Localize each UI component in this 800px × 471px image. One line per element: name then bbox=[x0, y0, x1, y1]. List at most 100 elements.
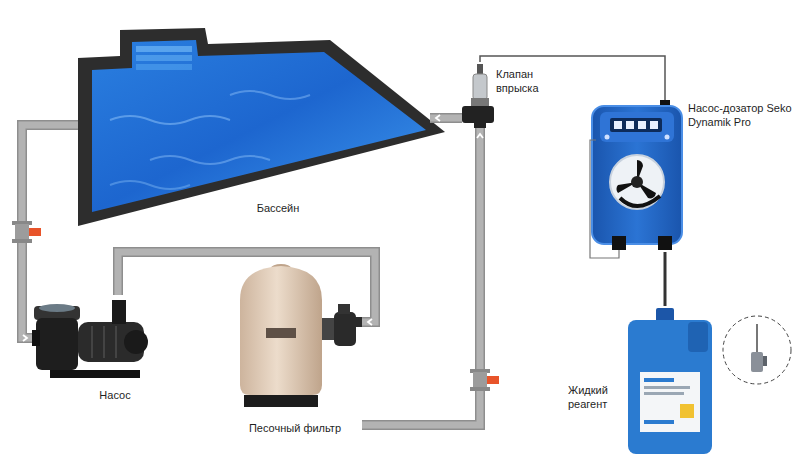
filter-handle bbox=[338, 304, 350, 314]
pool-water bbox=[92, 40, 426, 212]
water-ripple bbox=[150, 156, 270, 164]
motor-rib bbox=[115, 326, 117, 358]
canister-body bbox=[628, 320, 712, 454]
pool-rim bbox=[78, 28, 445, 226]
label-block: Жидкий реагент bbox=[568, 384, 626, 412]
water-pipe bbox=[362, 128, 483, 425]
probe-weight bbox=[763, 356, 767, 366]
dosing-housing bbox=[592, 106, 682, 244]
display-segment bbox=[614, 121, 622, 129]
component-label: Насос bbox=[80, 389, 150, 403]
injection-line bbox=[480, 56, 665, 100]
label-stripe bbox=[644, 420, 674, 424]
flow-arrow bbox=[368, 319, 372, 325]
filter-plate bbox=[266, 328, 296, 338]
component-label: Жидкий реагент bbox=[568, 384, 626, 412]
label-block: Насос bbox=[80, 389, 150, 403]
filter-valve bbox=[334, 312, 356, 346]
pipe-outline bbox=[118, 252, 375, 322]
canister-handle bbox=[688, 322, 708, 352]
filter-valve-port bbox=[355, 317, 362, 327]
component-label: Насос-дозатор Seko Dynamik Pro bbox=[688, 102, 792, 130]
pipe-outline bbox=[430, 113, 462, 123]
water-ripple bbox=[110, 116, 230, 124]
pipe-body bbox=[22, 125, 78, 338]
display-segment bbox=[650, 121, 658, 129]
dosing-fitting bbox=[658, 236, 672, 250]
pool-step bbox=[136, 46, 192, 52]
pool-step bbox=[136, 64, 192, 70]
pump-rotor bbox=[616, 160, 656, 198]
valve-handle bbox=[29, 228, 41, 236]
filter-base bbox=[244, 395, 318, 407]
dosing-pump: Насос-дозатор Seko Dynamik Pro bbox=[586, 100, 794, 252]
pump-head bbox=[610, 155, 664, 209]
pump: Насос bbox=[32, 295, 152, 417]
valve-nut bbox=[471, 98, 489, 106]
flow-arrow bbox=[436, 115, 440, 121]
filter-tank bbox=[240, 266, 322, 395]
label-block: Клапан впрыска bbox=[496, 68, 564, 96]
pump-inlet bbox=[32, 330, 40, 346]
pool-step bbox=[136, 55, 192, 61]
water-pipe bbox=[430, 115, 462, 121]
valve-body bbox=[473, 74, 487, 100]
valve-stem bbox=[477, 64, 483, 74]
valve-handle bbox=[487, 376, 499, 384]
dosing-tube bbox=[480, 56, 665, 100]
level-probe bbox=[751, 352, 763, 372]
water-pipe bbox=[22, 125, 78, 341]
label-block: Песочный фильтр bbox=[230, 422, 360, 436]
dosing-tube bbox=[665, 252, 666, 306]
pump-lid-window bbox=[39, 304, 75, 312]
flow-arrow bbox=[477, 134, 483, 138]
ball-valve bbox=[473, 372, 487, 388]
detail-callout bbox=[723, 316, 791, 384]
canister-label bbox=[640, 372, 700, 432]
panel-button bbox=[665, 135, 670, 140]
pipe-outline bbox=[362, 128, 480, 425]
sand-filter: Песочный фильтр bbox=[228, 262, 362, 440]
pump-tube bbox=[620, 196, 660, 206]
component-label: Бассейн bbox=[238, 202, 318, 216]
label-stripe bbox=[644, 386, 690, 389]
reagent-canister: Жидкий реагент bbox=[568, 306, 718, 458]
label-hazard bbox=[680, 404, 694, 418]
label-block: Насос-дозатор Seko Dynamik Pro bbox=[688, 102, 792, 130]
dosing-cable bbox=[590, 140, 619, 258]
dosing-fitting bbox=[612, 236, 626, 250]
dosing-panel bbox=[600, 112, 674, 142]
dosing-display bbox=[610, 118, 662, 132]
water-ripple bbox=[230, 91, 310, 99]
valve-flange bbox=[470, 387, 490, 391]
injection-valve: Клапан впрыска bbox=[462, 62, 566, 128]
pipe-outline bbox=[22, 125, 78, 338]
water-pipe bbox=[118, 252, 375, 325]
display-segment bbox=[638, 121, 646, 129]
valve-tee-stub bbox=[474, 120, 486, 128]
pipe-body bbox=[118, 252, 375, 322]
pipe-body bbox=[362, 128, 480, 425]
label-block: Бассейн bbox=[238, 202, 318, 216]
suction-hose bbox=[664, 252, 667, 306]
flow-arrow bbox=[23, 335, 27, 341]
pipe-body bbox=[430, 115, 462, 122]
label-stripe bbox=[644, 392, 684, 395]
probe-cable bbox=[756, 324, 758, 352]
rotor-hub bbox=[631, 176, 643, 188]
component-label: Песочный фильтр bbox=[230, 422, 360, 436]
canister-cap bbox=[656, 308, 674, 322]
display-segment bbox=[626, 121, 634, 129]
ball-valve bbox=[15, 224, 29, 240]
motor-cap bbox=[124, 330, 148, 354]
pool: Бассейн bbox=[78, 30, 430, 220]
motor-rib bbox=[103, 326, 105, 358]
water-ripple bbox=[110, 181, 190, 189]
pump-outlet bbox=[112, 300, 126, 324]
motor-rib bbox=[91, 326, 93, 358]
component-label: Клапан впрыска bbox=[496, 68, 564, 96]
panel-button bbox=[605, 135, 610, 140]
pump-strainer bbox=[36, 318, 78, 370]
valve-flange bbox=[12, 239, 32, 243]
